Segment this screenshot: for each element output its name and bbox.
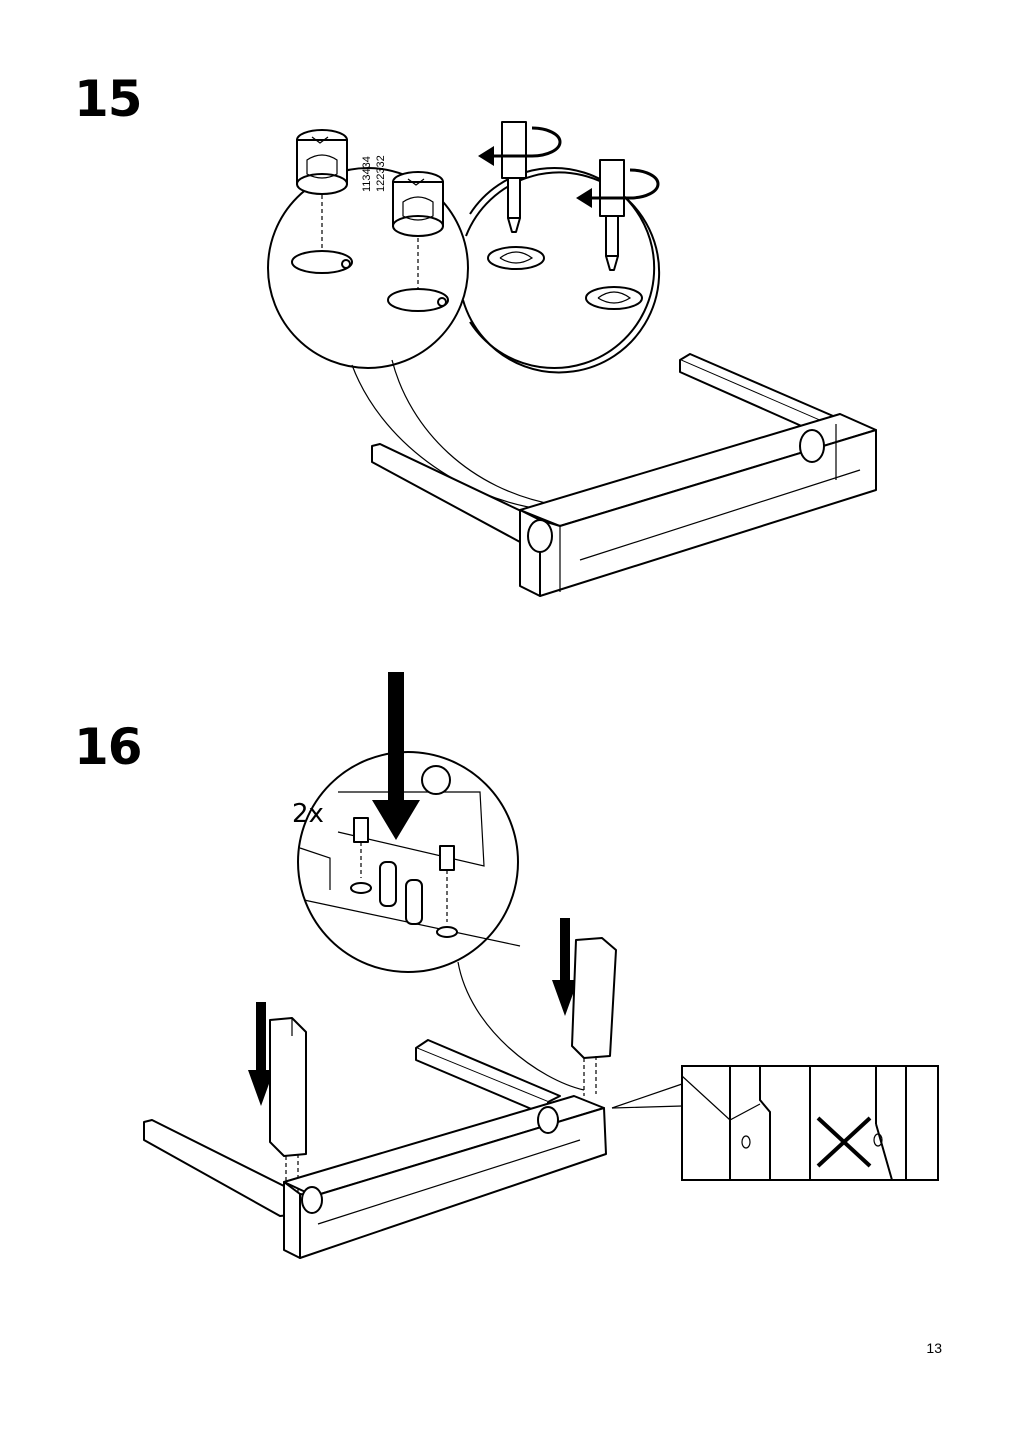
screwdriver-icon [599, 159, 625, 271]
orientation-callout [611, 1065, 939, 1181]
down-arrow-icon [248, 1002, 274, 1106]
detail-circle-cam-turn [462, 171, 661, 374]
detail-circle-cam-insert [267, 167, 469, 369]
down-arrow-icon [552, 918, 578, 1016]
bench-frame [143, 1039, 607, 1259]
detail-circle-dowels [297, 751, 519, 973]
rotate-arrow-icon [576, 168, 660, 208]
part-code-113434: 113434 [361, 156, 373, 192]
down-arrow-icon [372, 672, 420, 840]
leader-line [351, 364, 549, 511]
screwdriver-icon [501, 121, 527, 233]
part-code-122332: 122332 [375, 155, 387, 192]
step16-illustration: 2x [143, 672, 939, 1259]
rotate-arrow-icon [478, 126, 562, 166]
bench-frame [371, 353, 877, 597]
dowel-icon [379, 861, 423, 925]
cross-mark-icon [816, 1116, 872, 1168]
step15-illustration: 113434 122332 [267, 121, 877, 597]
cam-lock-icon [296, 129, 348, 195]
step-number-16: 16 [74, 718, 143, 776]
step-number-15: 15 [74, 70, 143, 128]
page-number: 13 [926, 1340, 942, 1356]
quantity-label: 2x [292, 799, 324, 829]
cam-lock-icon [392, 171, 444, 237]
